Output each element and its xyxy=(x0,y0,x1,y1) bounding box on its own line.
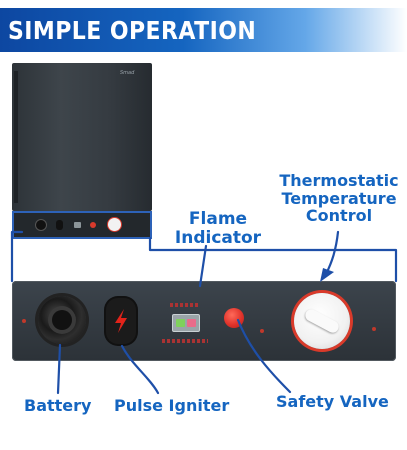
control-panel xyxy=(12,281,396,361)
fridge-image: Smad xyxy=(12,63,152,241)
safety-valve-button xyxy=(224,308,244,328)
panel-marker-right xyxy=(372,327,376,331)
fridge-handle xyxy=(14,71,18,203)
flame-indicator-caption-top xyxy=(170,303,200,307)
mini-safety-button-icon xyxy=(90,222,96,228)
safety-valve-label: Safety Valve xyxy=(276,392,389,411)
flame-label-line-2: Indicator xyxy=(174,227,262,248)
thermostat-label-line-1: Thermostatic xyxy=(279,171,399,190)
thermostat-arrow xyxy=(320,268,334,282)
header-banner: SIMPLE OPERATION xyxy=(0,8,407,52)
flame-label-line-1: Flame xyxy=(188,209,248,229)
fridge-door: Smad xyxy=(12,63,152,211)
mini-knob-icon xyxy=(108,218,121,231)
mini-battery-icon xyxy=(36,220,46,230)
pulse-igniter-label: Pulse Igniter xyxy=(114,396,230,415)
battery-label: Battery xyxy=(24,396,92,415)
mini-indicator-icon xyxy=(74,222,81,228)
banner-title: SIMPLE OPERATION xyxy=(8,16,257,45)
thermostat-label-line-3: Control xyxy=(305,206,373,226)
mini-igniter-icon xyxy=(56,220,63,230)
flame-indicator-label: Flame Indicator xyxy=(172,210,264,247)
fridge-logo: Smad xyxy=(120,70,135,76)
flame-indicator-caption-bottom xyxy=(162,339,208,343)
flame-indicator-leader xyxy=(198,244,208,288)
thermostat-knob-grip xyxy=(303,307,341,335)
fridge-control-strip xyxy=(12,211,152,239)
thermostatic-temperature-control-label: Thermostatic Temperature Control xyxy=(274,172,404,225)
panel-marker-left xyxy=(22,319,26,323)
flame-indicator-window xyxy=(172,314,200,332)
battery-cap-icon xyxy=(38,296,86,344)
thermostat-knob xyxy=(294,293,350,349)
panel-marker-mid xyxy=(260,329,264,333)
lightning-bolt-icon xyxy=(115,309,127,333)
pulse-igniter-button xyxy=(106,298,136,344)
thermostat-leader xyxy=(324,230,340,276)
thermostat-label-line-2: Temperature xyxy=(281,188,397,208)
